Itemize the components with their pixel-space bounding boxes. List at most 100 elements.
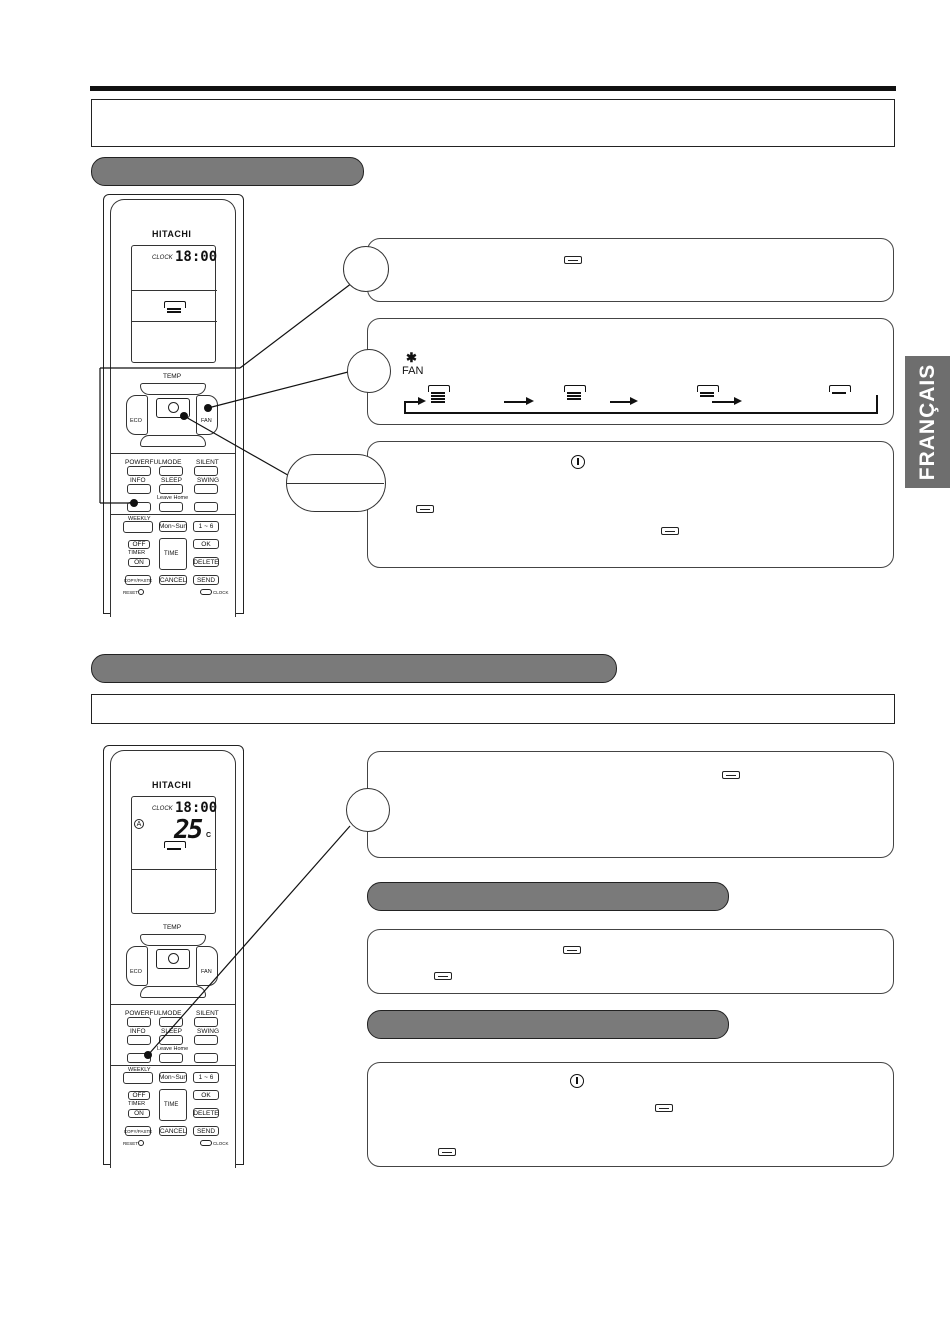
on-timer-button[interactable]: ON	[128, 558, 150, 567]
leave-home-button[interactable]	[159, 502, 183, 512]
mode-label: MODE	[162, 459, 182, 466]
fan-label: FAN	[201, 969, 212, 975]
clock-button[interactable]	[200, 589, 212, 595]
fan-label: FAN	[402, 365, 424, 377]
step3-box	[367, 441, 894, 568]
mon-sun-button[interactable]: Mon~Sun	[159, 521, 188, 532]
section1-leader-lines	[99, 282, 353, 507]
off-timer-button[interactable]: OFF	[128, 1091, 150, 1100]
info-label: INFO	[130, 477, 146, 484]
mon-sun-button[interactable]: Mon~Sun	[159, 1072, 188, 1083]
fan-button[interactable]: FAN	[196, 395, 218, 435]
powerful-button[interactable]	[127, 466, 151, 476]
power-icon	[570, 1074, 584, 1088]
reset-button[interactable]	[138, 1140, 144, 1146]
lcd-divider	[132, 290, 217, 291]
swing-button[interactable]	[194, 1035, 218, 1045]
remote-control-2: HITACHI CLOCK 18:00 A 25 C TEMP ECO FAN …	[103, 745, 244, 1168]
sleep-button[interactable]	[159, 484, 183, 494]
fan-mode-icon	[661, 526, 680, 535]
subsection1-header	[367, 882, 729, 911]
section2-step1-box	[367, 751, 894, 858]
mode-button[interactable]	[159, 1017, 183, 1027]
leave-home-button[interactable]	[159, 1053, 183, 1063]
timer-label: TIMER	[128, 550, 146, 556]
fan-speed-medium-icon	[562, 385, 587, 401]
eco-label: ECO	[130, 969, 142, 975]
panel-divider	[110, 453, 236, 454]
ok-button[interactable]: OK	[193, 539, 219, 549]
fan-speed-silent-icon	[827, 385, 852, 401]
temperature-display: 25	[174, 815, 203, 845]
send-button[interactable]: SEND	[193, 1126, 219, 1136]
delete-button[interactable]: DELETE	[193, 557, 219, 567]
step2-circle	[347, 349, 391, 393]
cancel-button[interactable]: CANCEL	[159, 1126, 187, 1136]
info-button[interactable]	[127, 484, 151, 494]
remote-lcd: CLOCK 18:00	[131, 245, 218, 363]
fan-speed-indicator-icon	[162, 841, 186, 862]
reset-button[interactable]	[138, 589, 144, 595]
cancel-button[interactable]: CANCEL	[159, 575, 187, 585]
fan-button[interactable]: FAN	[196, 946, 218, 986]
fan-mode-icon	[416, 504, 434, 513]
power-icon	[168, 402, 179, 413]
step2-box: ✱ FAN	[367, 318, 894, 425]
silent-button[interactable]	[194, 1017, 218, 1027]
time-button[interactable]: TIME	[159, 1089, 187, 1121]
step3-oval	[286, 454, 386, 512]
silent-button[interactable]	[194, 466, 218, 476]
mode-button[interactable]	[159, 466, 183, 476]
subsection1-box	[367, 929, 894, 994]
powerful-button[interactable]	[127, 1017, 151, 1027]
filter-button[interactable]	[194, 502, 218, 512]
panel-divider	[110, 1004, 236, 1005]
fan-mode-icon	[563, 945, 581, 954]
fan-mode-icon	[438, 1147, 457, 1156]
time-button[interactable]: TIME	[159, 538, 187, 570]
language-tab: FRANÇAIS	[905, 356, 950, 488]
fan-only-mode-button[interactable]	[127, 502, 151, 512]
off-timer-button[interactable]: OFF	[128, 540, 150, 549]
reset-label: RESET	[123, 590, 139, 595]
delete-button[interactable]: DELETE	[193, 1108, 219, 1118]
step1-circle	[343, 246, 389, 292]
eco-button[interactable]: ECO	[126, 395, 148, 435]
clock-label: CLOCK	[152, 806, 173, 812]
remote-brand: HITACHI	[152, 780, 192, 790]
clock-button-label: CLOCK	[213, 1141, 229, 1146]
temp-down-button[interactable]	[140, 435, 206, 447]
title-box	[91, 99, 895, 147]
sleep-button[interactable]	[159, 1035, 183, 1045]
on-timer-button[interactable]: ON	[128, 1109, 150, 1118]
clock-label: CLOCK	[152, 255, 173, 261]
ok-button[interactable]: OK	[193, 1090, 219, 1100]
swing-button[interactable]	[194, 484, 218, 494]
power-icon	[571, 455, 585, 469]
sleep-label: SLEEP	[161, 477, 182, 484]
fan-icon: ✱	[406, 350, 417, 365]
sleep-label: SLEEP	[161, 1028, 182, 1035]
one-six-button[interactable]: 1 ~ 6	[193, 1072, 219, 1083]
info-button[interactable]	[127, 1035, 151, 1045]
weekly-button[interactable]	[123, 521, 153, 533]
clock-button[interactable]	[200, 1140, 212, 1146]
power-button[interactable]	[156, 949, 190, 969]
clock-time: 18:00	[175, 249, 218, 265]
fan-label: FAN	[201, 418, 212, 424]
temp-down-button[interactable]	[140, 986, 206, 998]
send-button[interactable]: SEND	[193, 575, 219, 585]
filter-button[interactable]	[194, 1053, 218, 1063]
one-six-button[interactable]: 1 ~ 6	[193, 521, 219, 532]
section2-step1-circle	[346, 788, 390, 832]
time-label: TIME	[164, 551, 179, 557]
power-icon	[168, 953, 179, 964]
eco-button[interactable]: ECO	[126, 946, 148, 986]
weekly-button[interactable]	[123, 1072, 153, 1084]
weekly-label: WEEKLY	[128, 516, 151, 522]
copy-paste-button[interactable]: COPY/PASTE	[124, 575, 152, 585]
copy-paste-button[interactable]: COPY/PASTE	[124, 1126, 152, 1136]
power-button[interactable]	[156, 398, 190, 418]
lcd-divider	[132, 869, 217, 870]
remote-brand: HITACHI	[152, 229, 192, 239]
